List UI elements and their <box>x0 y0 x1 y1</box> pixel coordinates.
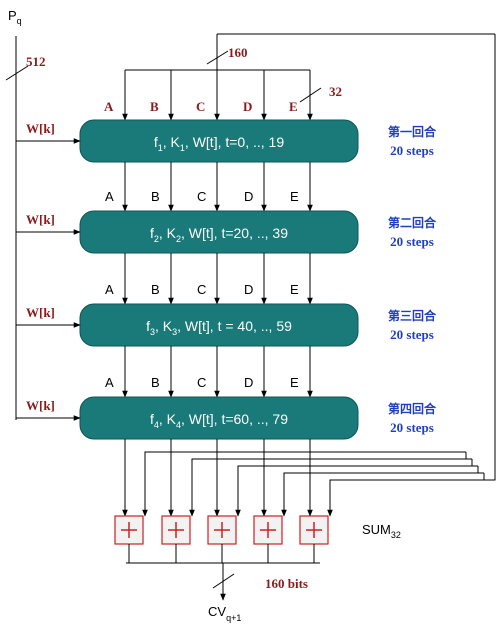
cv-output-label: CVq+1 <box>208 604 241 623</box>
adder-4 <box>253 515 283 563</box>
output-bits-label: 160 bits <box>265 576 308 591</box>
round-name-label: 第二回合 <box>388 215 437 230</box>
cv-feedback-tap <box>327 479 490 517</box>
round-function-label: f2, K2, W[t], t=20, .., 39 <box>150 225 288 244</box>
width-32-label: 32 <box>329 84 342 99</box>
register-label-mid: B <box>151 282 160 297</box>
adder-3 <box>207 515 237 563</box>
width-512-label: 512 <box>26 54 46 69</box>
pq-label: Pq <box>8 8 22 26</box>
wk-label: W[k] <box>26 212 55 227</box>
cv-feedback-tap <box>235 465 478 517</box>
register-label-mid: D <box>244 282 253 297</box>
cv-feedback-tap <box>142 451 466 517</box>
register-label-mid: E <box>290 189 299 204</box>
round-steps-label: 20 steps <box>390 327 434 342</box>
round-steps-label: 20 steps <box>390 234 434 249</box>
register-label-mid: D <box>244 375 253 390</box>
register-label-mid: A <box>105 189 114 204</box>
register-input-arrows <box>122 70 313 121</box>
cv-feedback-dist <box>490 468 496 481</box>
round-3: f3, K3, W[t], t = 40, .., 59 第三回合 20 steps… <box>79 303 437 398</box>
cv-feedback-tap <box>281 472 484 517</box>
adder-1 <box>114 515 144 563</box>
register-label-top: D <box>243 99 252 114</box>
adder-5 <box>299 515 329 563</box>
round-function-label: f3, K3, W[t], t = 40, .., 59 <box>146 318 292 337</box>
register-label-mid: B <box>151 189 160 204</box>
adder-2 <box>161 515 191 563</box>
register-label-mid: B <box>151 375 160 390</box>
round-4: f4, K4, W[t], t=60, .., 79 第四回合 20 steps <box>79 396 437 440</box>
sum-label: SUM32 <box>362 522 401 540</box>
wk-label: W[k] <box>26 305 55 320</box>
message-schedule-arrows: W[k] W[k] W[k] W[k] <box>16 121 81 421</box>
round-name-label: 第四回合 <box>388 401 437 416</box>
register-label-mid: A <box>105 282 114 297</box>
register-label-mid: C <box>197 282 206 297</box>
round-name-label: 第三回合 <box>388 308 437 323</box>
register-label-mid: E <box>290 282 299 297</box>
register-label-top: E <box>289 99 298 114</box>
register-label-mid: A <box>105 375 114 390</box>
cv-bus-slash <box>206 50 229 65</box>
message-bus-slash <box>5 65 29 81</box>
wk-label: W[k] <box>26 121 55 136</box>
register-label-top: B <box>150 99 159 114</box>
register-label-mid: E <box>290 375 299 390</box>
round-steps-label: 20 steps <box>390 143 434 158</box>
round-function-label: f1, K1, W[t], t=0, .., 19 <box>154 134 284 153</box>
register-label-top: C <box>196 99 205 114</box>
adder-row <box>114 515 329 563</box>
cv-feedback-lines <box>122 439 496 517</box>
cv-feedback-tap <box>189 458 472 517</box>
output-bus-slash <box>212 573 235 589</box>
round-name-label: 第一回合 <box>388 124 437 139</box>
width-160-label: 160 <box>228 45 248 60</box>
register-label-top: A <box>104 99 114 114</box>
register-labels-top: A B C D E <box>104 99 298 114</box>
round-steps-label: 20 steps <box>390 420 434 435</box>
wk-label: W[k] <box>26 398 55 413</box>
register-label-mid: D <box>244 189 253 204</box>
round-function-label: f4, K4, W[t], t=60, .., 79 <box>150 411 288 430</box>
register-label-mid: C <box>197 189 206 204</box>
register-label-mid: C <box>197 375 206 390</box>
